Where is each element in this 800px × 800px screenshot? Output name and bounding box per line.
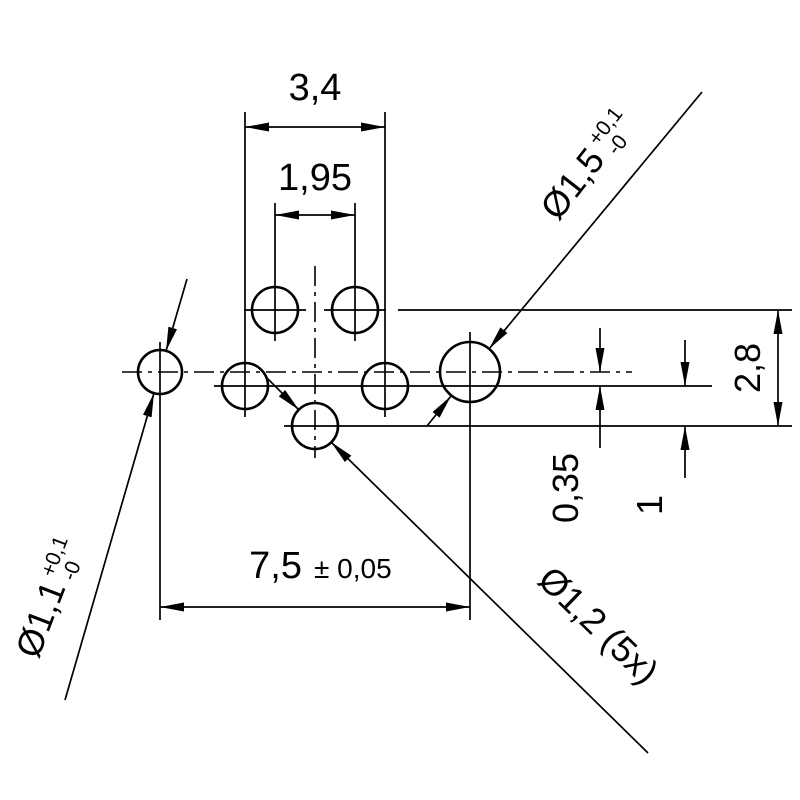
arrowhead-d11 — [143, 393, 154, 418]
arrowhead — [773, 402, 783, 426]
dim-vertical-extent-label: 2,8 — [727, 343, 768, 393]
dim-row-offset-label: 0,35 — [545, 453, 586, 523]
arrowhead — [160, 602, 184, 612]
arrowhead — [275, 210, 299, 220]
arrowhead-d15 — [489, 327, 508, 349]
arrowhead-d12 — [278, 390, 299, 410]
arrowhead — [680, 362, 690, 386]
hole-d15-right — [438, 340, 502, 404]
arrowhead — [245, 122, 269, 132]
dimension-labels: 3,4 1,95 7,5 ± 0,05 0,35 1 2,8 — [249, 67, 768, 587]
hole-d12-top-right — [330, 285, 380, 335]
dim-row-gap-label: 1 — [629, 495, 670, 515]
arrowhead-d12 — [331, 442, 352, 462]
hole-d12-bottom-center — [290, 401, 340, 451]
arrowhead — [446, 602, 470, 612]
extension-lines — [159, 112, 792, 620]
hole-d11-left — [136, 348, 184, 396]
arrowhead — [595, 348, 605, 372]
arrowhead — [773, 310, 783, 334]
arrowheads — [143, 122, 783, 612]
hole-d12-mid-left — [220, 361, 270, 411]
dim-outer-spacing-label: 3,4 — [289, 67, 342, 109]
dim-main-spacing-tolerance-label: ± 0,05 — [314, 553, 392, 584]
arrowhead-d11 — [166, 326, 177, 351]
arrowhead — [595, 386, 605, 410]
dim-inner-spacing-label: 1,95 — [278, 157, 352, 199]
dim-main-spacing-label: 7,5 — [249, 545, 302, 587]
arrowhead — [361, 122, 385, 132]
leader-line-d15 — [488, 91, 703, 350]
leader-line-d11 — [64, 392, 155, 701]
arrowhead — [331, 210, 355, 220]
leader-line-d12 — [330, 441, 649, 754]
arrowhead — [680, 426, 690, 450]
arrowhead-d15 — [432, 396, 451, 418]
holes — [136, 285, 502, 451]
hole-d12-mid-right — [360, 361, 410, 411]
hole-d12-top-left — [250, 285, 300, 335]
